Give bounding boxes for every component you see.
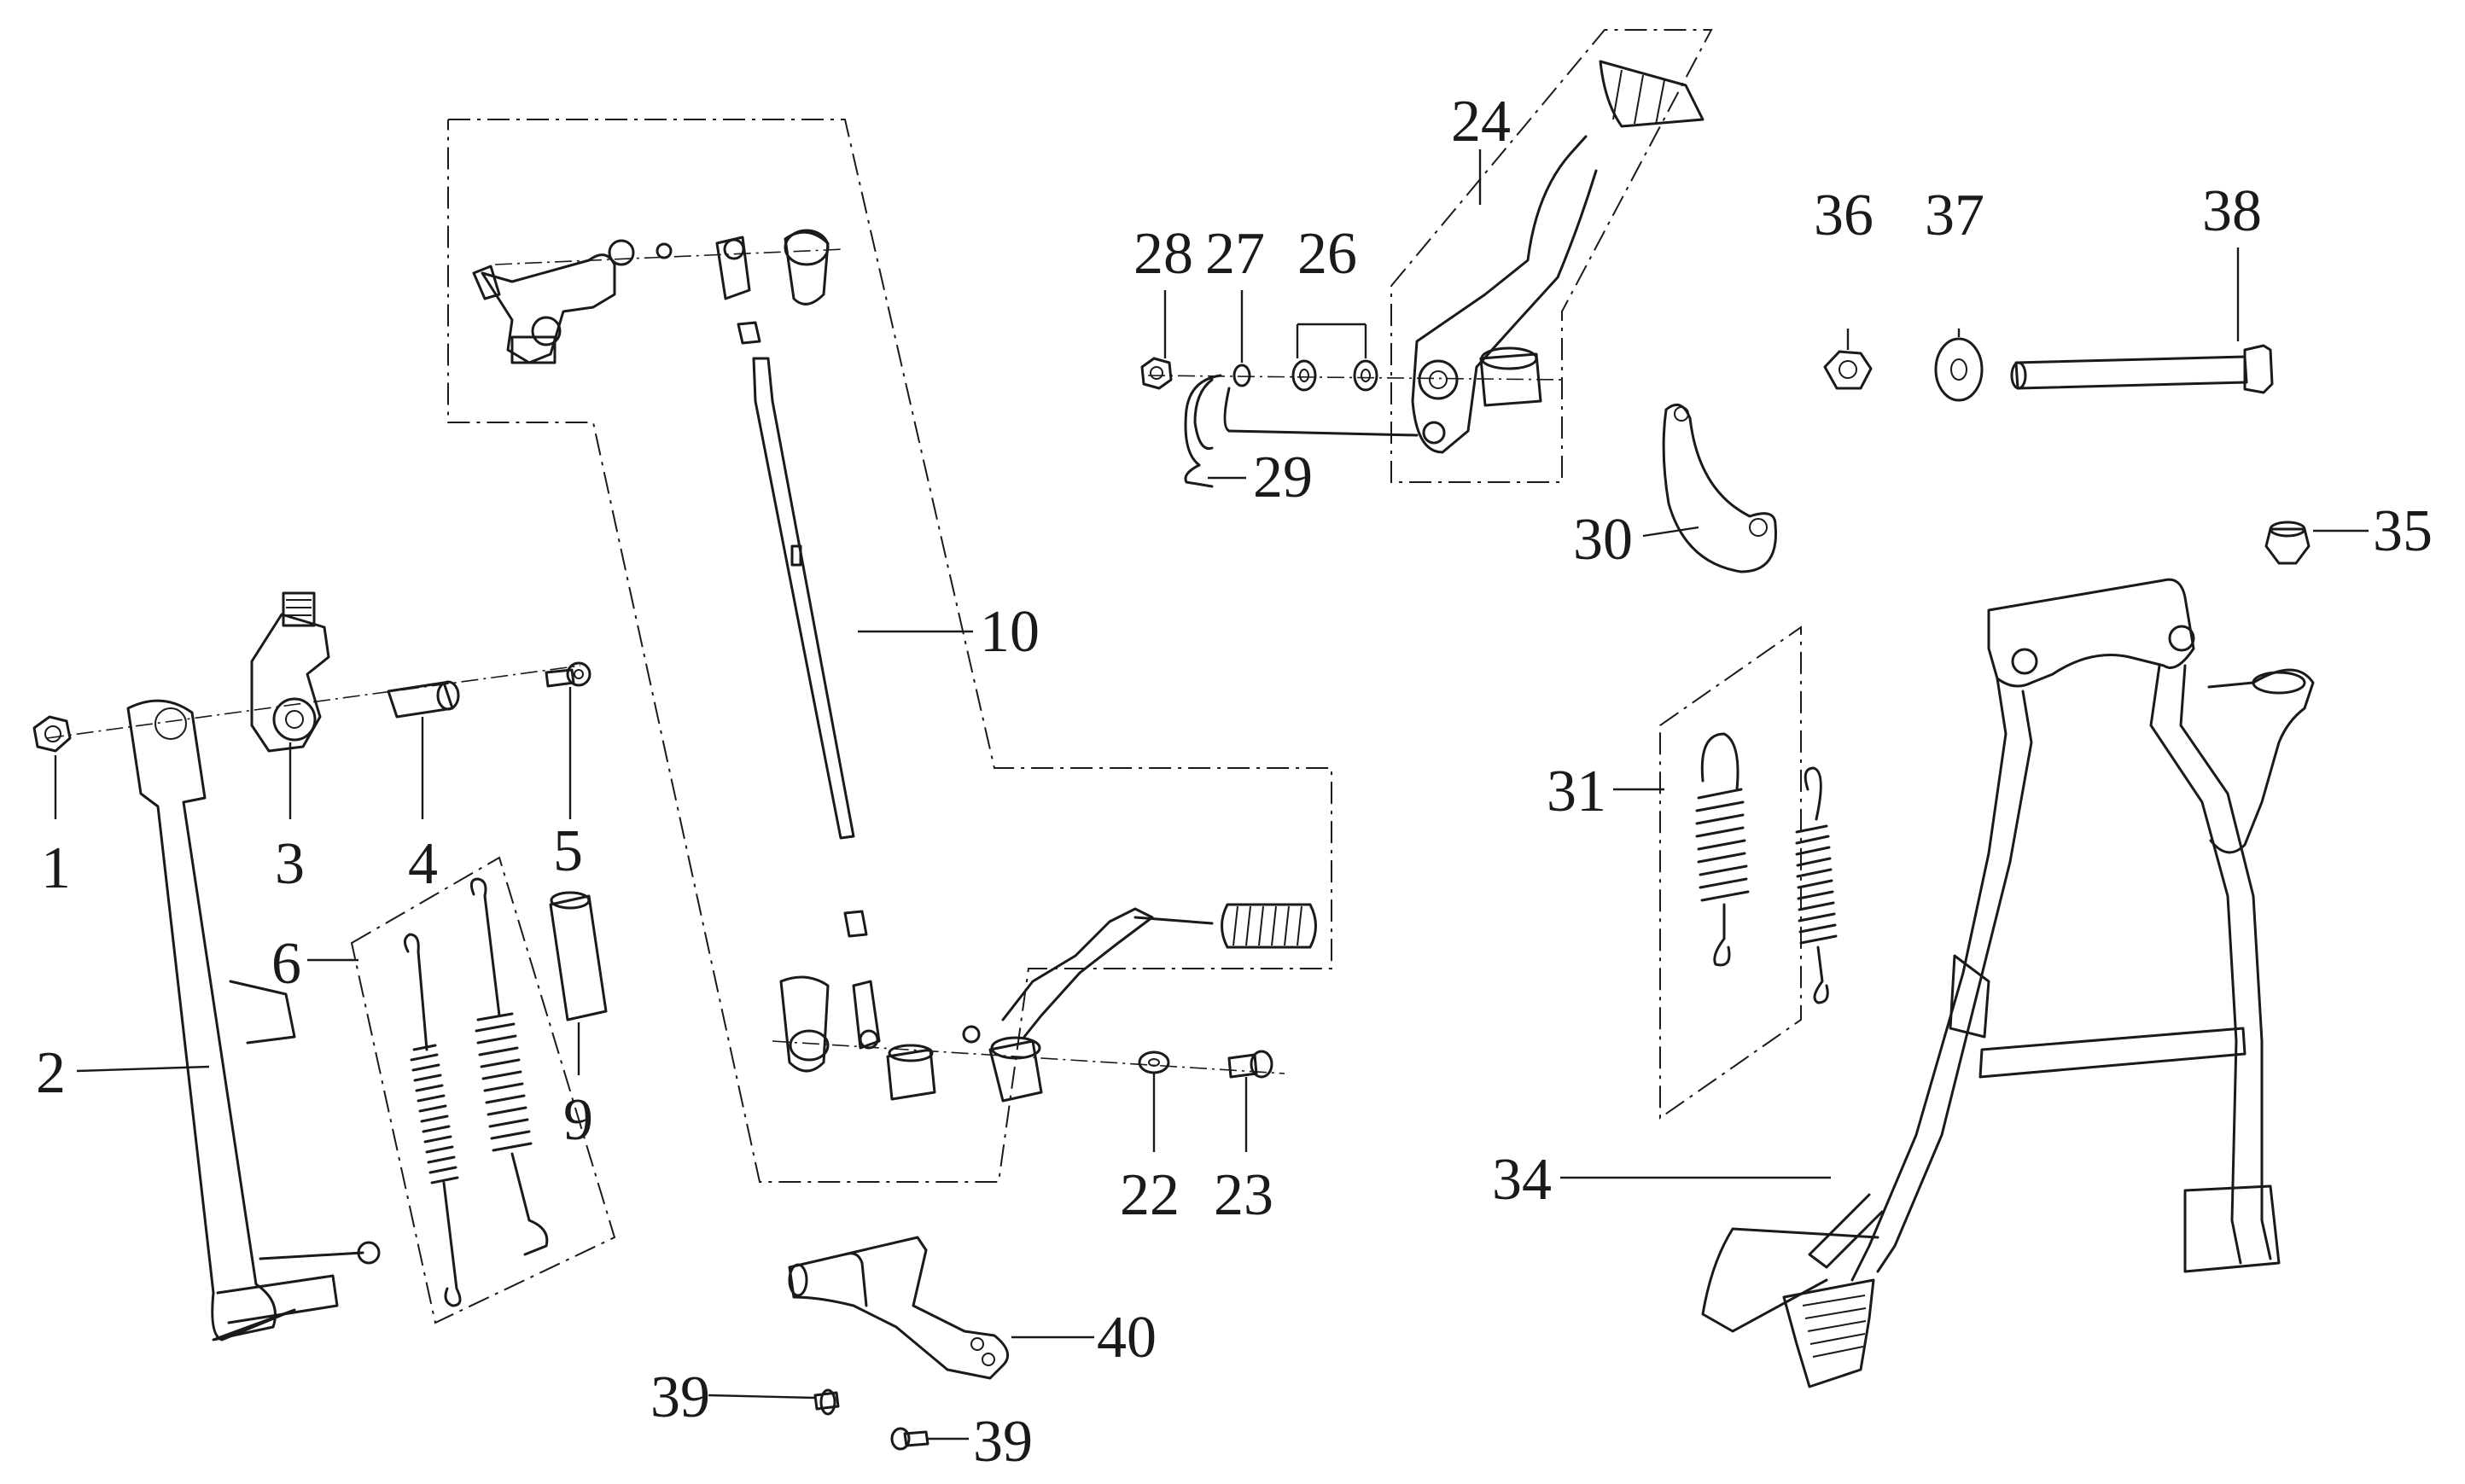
callout-10: 10 (980, 599, 1040, 665)
callout-5: 5 (553, 818, 583, 884)
side-stand-part-2 (126, 699, 381, 1341)
leader-lines (54, 149, 2369, 1440)
rubber-stop-part-35 (2264, 521, 2311, 565)
bracket-part-40 (788, 1236, 1010, 1380)
nut-part-1 (32, 715, 72, 753)
bolt-part-23 (1227, 1050, 1273, 1079)
center-stand-part-34 (1701, 578, 2315, 1388)
washer-part-22 (1138, 1050, 1170, 1074)
callout-1: 1 (41, 835, 71, 901)
sidestand-spring-set-boundary (350, 856, 616, 1324)
callout-4: 4 (408, 831, 438, 897)
gearshift-rod (737, 321, 868, 938)
callout-40: 40 (1097, 1305, 1157, 1371)
callout-39-right: 39 (973, 1409, 1033, 1475)
callout-2: 2 (36, 1040, 66, 1106)
callout-26: 26 (1297, 221, 1357, 287)
washer-part-37 (1934, 337, 1984, 402)
callout-34: 34 (1492, 1147, 1552, 1213)
nut-part-36 (1823, 350, 1873, 390)
callout-9: 9 (563, 1087, 593, 1153)
callout-22: 22 (1120, 1162, 1180, 1228)
bolt-part-38 (2010, 344, 2274, 394)
callout-28: 28 (1133, 221, 1193, 287)
callout-31: 31 (1547, 759, 1606, 824)
bolt-part-28 (1140, 357, 1173, 390)
callout-24: 24 (1451, 89, 1511, 154)
spacer-part-9 (549, 891, 608, 1021)
brake-pedal-assembly-boundary (1390, 29, 1713, 483)
bolt-part-39-lower (890, 1427, 929, 1451)
gearshift-upper-joints (608, 229, 830, 306)
gearshift-upper-arm (472, 253, 616, 364)
gearshift-assembly-boundary (447, 119, 1332, 1183)
bolt-part-39-upper (813, 1388, 840, 1416)
callout-39-left: 39 (650, 1365, 710, 1430)
callout-27: 27 (1205, 221, 1265, 287)
centerstand-spring-set-boundary (1659, 626, 1802, 1120)
return-spring-part-29 (1184, 374, 1419, 488)
callout-38: 38 (2202, 178, 2262, 244)
gearshift-pedal (988, 903, 1317, 1103)
callout-3: 3 (275, 831, 305, 897)
callout-29: 29 (1253, 445, 1313, 510)
callout-36: 36 (1814, 183, 1874, 248)
callout-6: 6 (271, 931, 301, 997)
bracket-part-30 (1662, 403, 1777, 573)
side-stand-switch-part-3 (250, 591, 330, 753)
spring-set-part-6 (404, 877, 549, 1307)
callout-23: 23 (1214, 1162, 1273, 1228)
brake-pedal-part-24 (1411, 60, 1705, 454)
washer-part-26 (1291, 359, 1378, 392)
callout-30: 30 (1573, 507, 1633, 573)
callout-37: 37 (1925, 183, 1984, 248)
center-stand-springs-part-31 (1695, 732, 1838, 1004)
washer-part-27 (1232, 364, 1251, 387)
gearshift-lower-axis (772, 1040, 1285, 1074)
sidestand-axis (46, 665, 581, 739)
bushing-part-4 (387, 680, 460, 719)
callout-35: 35 (2373, 498, 2433, 564)
gearshift-lower-parts (779, 975, 981, 1101)
bolt-part-5 (545, 661, 591, 688)
